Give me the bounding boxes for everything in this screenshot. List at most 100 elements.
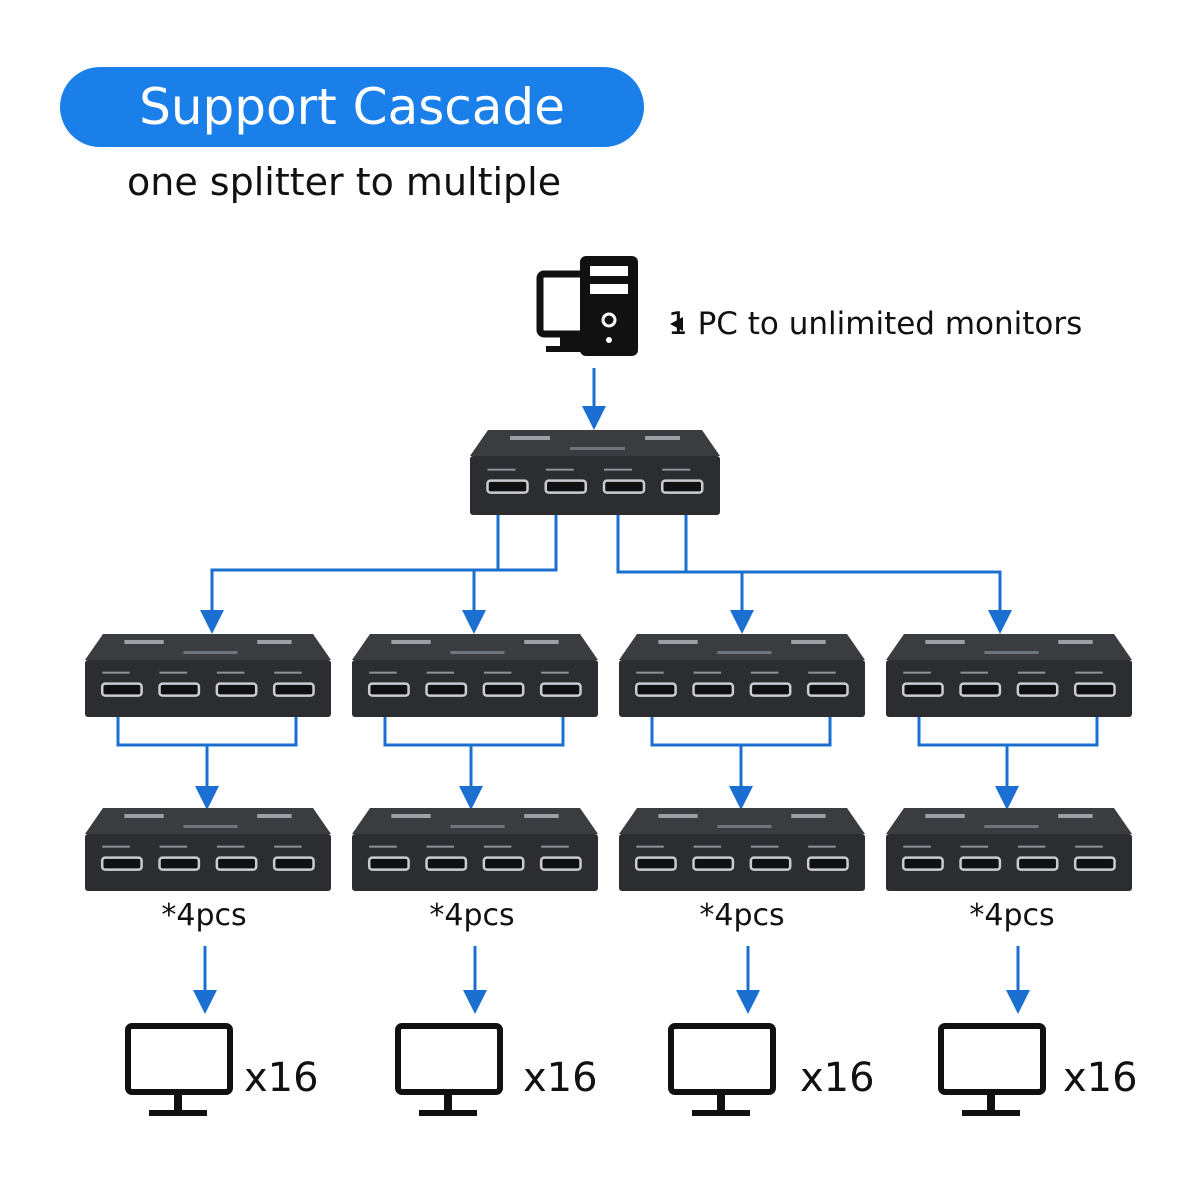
port-label-mark bbox=[216, 671, 245, 674]
hdmi-port-icon bbox=[215, 856, 258, 871]
monitor-icon bbox=[938, 1023, 1046, 1116]
splitter-device bbox=[886, 808, 1132, 891]
port-label-mark bbox=[750, 671, 779, 674]
connector-lines bbox=[116, 368, 1099, 1014]
hdmi-port-icon bbox=[425, 856, 468, 871]
hdmi-port-icon bbox=[634, 856, 677, 871]
port-label-mark bbox=[808, 671, 836, 674]
port-label-mark bbox=[636, 671, 664, 674]
splitter-device bbox=[85, 808, 331, 891]
hdmi-port-icon bbox=[425, 682, 468, 697]
port-label-mark bbox=[102, 845, 130, 848]
port-label-mark bbox=[545, 468, 574, 471]
hdmi-port-icon bbox=[602, 479, 646, 494]
monitor-count-label: x16 bbox=[244, 1055, 319, 1101]
hdmi-port-icon bbox=[661, 479, 704, 494]
port-label-mark bbox=[274, 845, 302, 848]
hdmi-port-icon bbox=[158, 856, 201, 871]
hdmi-port-icon bbox=[544, 479, 587, 494]
hdmi-port-icon bbox=[959, 682, 1002, 697]
port-label-mark bbox=[426, 671, 455, 674]
hdmi-port-icon bbox=[539, 682, 582, 697]
splitter-device bbox=[352, 808, 598, 891]
hdmi-port-icon bbox=[367, 682, 410, 697]
hdmi-port-icon bbox=[901, 856, 944, 871]
port-label-mark bbox=[159, 845, 188, 848]
hdmi-port-icon bbox=[806, 856, 849, 871]
port-label-mark bbox=[1017, 845, 1046, 848]
connector-line bbox=[462, 515, 558, 634]
hdmi-port-icon bbox=[539, 856, 582, 871]
port-label-mark bbox=[541, 671, 569, 674]
hdmi-port-icon bbox=[1073, 856, 1116, 871]
hdmi-port-icon bbox=[215, 682, 258, 697]
hdmi-port-icon bbox=[272, 856, 315, 871]
monitor-count-label: x16 bbox=[523, 1055, 598, 1101]
port-label-mark bbox=[483, 845, 512, 848]
port-label-mark bbox=[1075, 671, 1103, 674]
hdmi-port-icon bbox=[806, 682, 849, 697]
monitor-icons bbox=[125, 1023, 1046, 1116]
monitor-icon bbox=[125, 1023, 233, 1116]
connector-line bbox=[200, 515, 500, 634]
hdmi-port-icon bbox=[634, 682, 677, 697]
splitter-device bbox=[619, 634, 865, 717]
port-label-mark bbox=[808, 845, 836, 848]
port-label-mark bbox=[750, 845, 779, 848]
hdmi-port-icon bbox=[482, 856, 525, 871]
branch-count-label: *4pcs bbox=[969, 898, 1055, 933]
hdmi-port-icon bbox=[486, 479, 529, 494]
port-label-mark bbox=[1075, 845, 1103, 848]
label-pointer-icon bbox=[670, 317, 683, 331]
pc-label: 1 PC to unlimited monitors bbox=[668, 306, 1083, 342]
port-label-mark bbox=[960, 671, 989, 674]
branch-count-label: *4pcs bbox=[161, 898, 247, 933]
splitter-device bbox=[352, 634, 598, 717]
monitor-count-label: x16 bbox=[800, 1055, 875, 1101]
branch-count-label: *4pcs bbox=[699, 898, 785, 933]
port-label-mark bbox=[159, 671, 188, 674]
splitter-device bbox=[85, 634, 331, 717]
splitter-device bbox=[470, 430, 720, 515]
hdmi-port-icon bbox=[1016, 856, 1059, 871]
splitter-device bbox=[886, 634, 1132, 717]
port-label-mark bbox=[662, 468, 691, 471]
splitter-devices bbox=[85, 430, 1132, 891]
port-label-mark bbox=[369, 845, 397, 848]
port-label-mark bbox=[274, 671, 302, 674]
monitor-count-label: x16 bbox=[1063, 1055, 1138, 1101]
hdmi-port-icon bbox=[482, 682, 525, 697]
hdmi-port-icon bbox=[749, 682, 792, 697]
hdmi-port-icon bbox=[158, 682, 201, 697]
monitor-icon bbox=[395, 1023, 503, 1116]
port-label-mark bbox=[216, 845, 245, 848]
port-label-mark bbox=[541, 845, 569, 848]
splitter-device bbox=[619, 808, 865, 891]
hdmi-port-icon bbox=[100, 682, 143, 697]
hdmi-port-icon bbox=[272, 682, 315, 697]
hdmi-port-icon bbox=[692, 856, 735, 871]
connector-line bbox=[684, 515, 1012, 634]
port-label-mark bbox=[693, 845, 722, 848]
hdmi-port-icon bbox=[1016, 682, 1059, 697]
port-label-mark bbox=[369, 671, 397, 674]
page-subtitle: one splitter to multiple bbox=[127, 160, 562, 204]
title-banner: Support Cascade bbox=[60, 67, 644, 147]
branch-count-label: *4pcs bbox=[429, 898, 515, 933]
desktop-pc-icon bbox=[536, 256, 638, 356]
port-label-mark bbox=[1017, 671, 1046, 674]
port-label-mark bbox=[487, 468, 516, 471]
port-label-mark bbox=[903, 845, 931, 848]
port-label-mark bbox=[636, 845, 664, 848]
port-label-mark bbox=[483, 671, 512, 674]
hdmi-port-icon bbox=[367, 856, 410, 871]
hdmi-port-icon bbox=[692, 682, 735, 697]
page-title: Support Cascade bbox=[139, 78, 565, 136]
monitor-icon bbox=[668, 1023, 776, 1116]
port-label-mark bbox=[903, 671, 931, 674]
port-label-mark bbox=[426, 845, 455, 848]
hdmi-port-icon bbox=[100, 856, 143, 871]
connector-line bbox=[383, 705, 565, 747]
hdmi-port-icon bbox=[1073, 682, 1116, 697]
